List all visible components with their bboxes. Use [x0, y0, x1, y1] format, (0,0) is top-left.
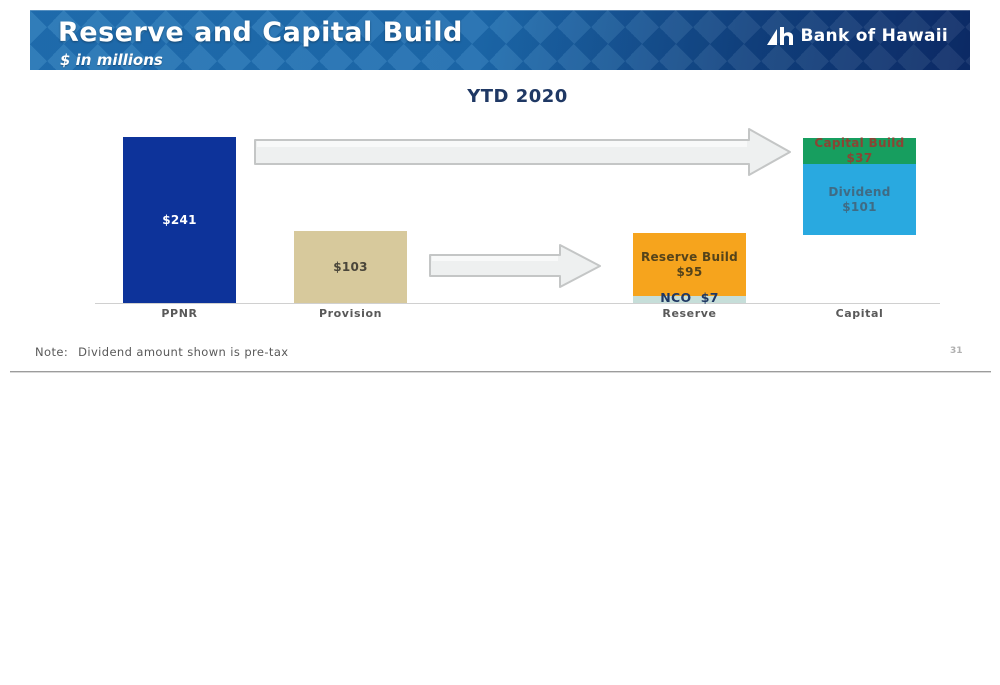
header-banner: Reserve and Capital Build $ in millions …: [30, 10, 970, 70]
bar-capital-build-segment: Capital Build $37: [803, 136, 916, 165]
arrow-provision-to-reserve-icon: [429, 244, 601, 288]
bank-of-hawaii-logo-text: Bank of Hawaii: [800, 26, 948, 46]
bar-dividend-segment: Dividend $101: [803, 164, 916, 235]
category-label-capital: Capital: [835, 307, 884, 320]
bar-provision-value: $103: [333, 259, 368, 274]
dividend-label: Dividend: [828, 184, 891, 199]
bar-reserve-build-segment: Reserve Build $95: [633, 233, 746, 296]
capital-build-value: $37: [846, 151, 873, 165]
arrow-ppnr-to-capital-icon: [254, 128, 791, 176]
chart-title: YTD 2020: [467, 86, 568, 107]
category-label-provision: Provision: [318, 307, 383, 320]
bar-ppnr: $241: [123, 137, 236, 303]
footer-divider: [10, 371, 991, 373]
bar-ppnr-value: $241: [162, 212, 197, 227]
bank-of-hawaii-logo: Bank of Hawaii: [766, 26, 948, 46]
slide-subtitle: $ in millions: [60, 51, 163, 69]
nco-label: NCO $7: [660, 290, 719, 305]
footnote: Note: Dividend amount shown is pre-tax: [35, 345, 288, 359]
dividend-value: $101: [842, 199, 877, 214]
x-axis-baseline: [95, 303, 940, 304]
bank-of-hawaii-mark-icon: [766, 27, 793, 45]
category-label-reserve: Reserve: [662, 307, 717, 320]
bar-nco-segment: [633, 296, 746, 303]
reserve-build-label: Reserve Build: [640, 249, 739, 264]
footnote-text: Dividend amount shown is pre-tax: [78, 345, 289, 359]
category-label-ppnr: PPNR: [161, 307, 198, 320]
slide-title: Reserve and Capital Build: [58, 17, 463, 48]
footnote-label: Note:: [35, 345, 69, 359]
reserve-build-value: $95: [676, 264, 703, 279]
bar-provision: $103: [294, 231, 407, 303]
page-number: 31: [950, 346, 963, 356]
capital-build-label: Capital Build: [814, 136, 905, 150]
